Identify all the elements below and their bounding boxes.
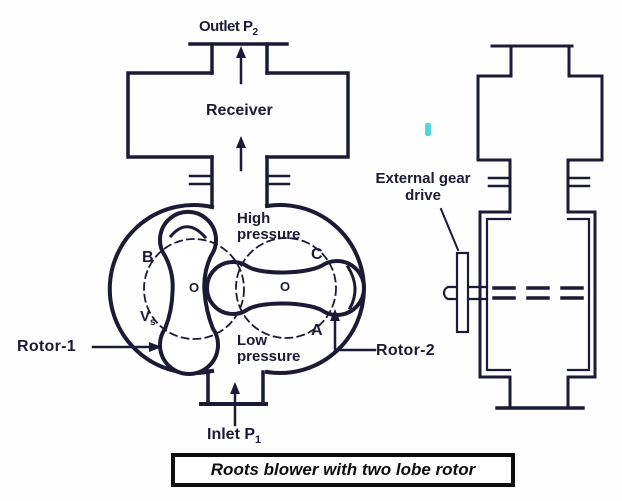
rotor2-label: Rotor-2 (376, 342, 435, 359)
rotor2-body (205, 259, 367, 317)
rotor1-pointer-arrow (91, 342, 162, 352)
drive-shaft-dashed-lines (492, 286, 590, 300)
flow-arrow-inlet (230, 382, 240, 427)
rotor2-center-mark: O (280, 279, 291, 294)
side-inlet-neck (508, 375, 570, 409)
point-b-label: B (142, 249, 154, 266)
outlet-label: Outlet P2 (199, 18, 258, 38)
receiver-neck (210, 155, 269, 209)
rotor1-body (158, 209, 220, 376)
external-gear-drive-label: External gear drive (375, 170, 471, 204)
side-outlet-pipe (509, 44, 571, 78)
gear-pointer-line (439, 207, 460, 252)
rotor1-lobe-crescent (168, 225, 208, 240)
point-a-label: A (311, 322, 323, 339)
flow-arrow-outlet (236, 46, 246, 85)
neck-flange-ticks (188, 174, 291, 186)
caption-box: Roots blower with two lobe rotor (171, 453, 515, 487)
external-gear (455, 251, 470, 334)
rotor2-pitch-circle (235, 237, 337, 339)
side-casing-outer (478, 210, 597, 379)
high-pressure-label: High pressure (237, 210, 301, 243)
drive-shaft-end (442, 285, 489, 301)
flow-arrow-receiver (236, 136, 246, 172)
low-pressure-label: Low pressure (237, 332, 301, 365)
receiver-outline (126, 71, 350, 159)
inlet-neck (206, 369, 265, 405)
side-view-linework (439, 44, 604, 410)
swept-volume-label: Vs (140, 308, 156, 328)
side-casing-inner (485, 217, 591, 372)
outlet-pipe (210, 42, 269, 75)
rotor1-label: Rotor-1 (17, 338, 76, 355)
rotor2-pointer-arrow (330, 309, 377, 352)
rotor2-lobe-crescent (345, 264, 357, 311)
rotor1-pitch-circle (143, 238, 245, 340)
side-receiver-neck (508, 158, 570, 214)
front-view-linework (91, 42, 377, 427)
point-c-label: C (311, 246, 323, 263)
receiver-label: Receiver (206, 102, 273, 119)
side-receiver-outline (476, 74, 604, 162)
cyan-artifact-mark (425, 123, 431, 136)
inlet-label: Inlet P1 (207, 426, 262, 447)
caption-text: Roots blower with two lobe rotor (210, 460, 476, 479)
rotor1-center-mark: O (189, 280, 200, 295)
side-neck-flange-ticks (487, 176, 591, 188)
